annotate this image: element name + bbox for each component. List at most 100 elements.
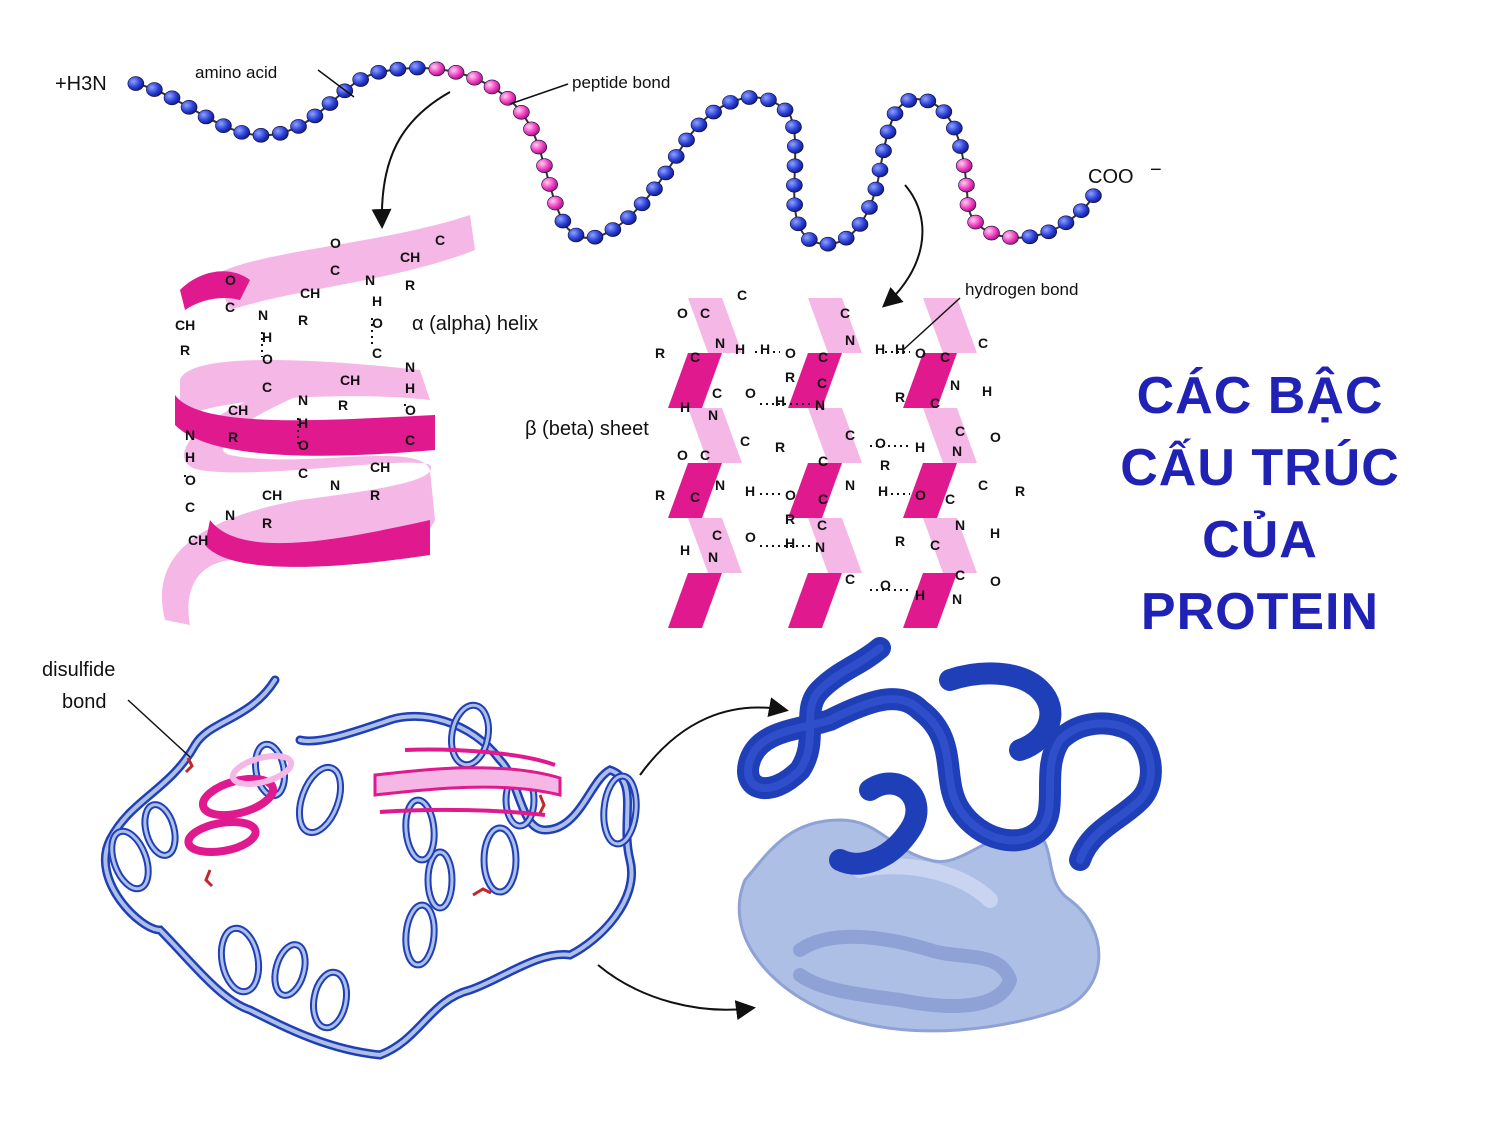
amino-acid-bead-blue xyxy=(871,162,889,178)
title-line-1: CÁC BẬC xyxy=(1136,367,1384,425)
svg-text:C: C xyxy=(372,345,382,361)
svg-text:CH: CH xyxy=(300,285,320,301)
c-terminus-label: COO xyxy=(1088,166,1134,188)
amino-acid-bead-blue xyxy=(633,196,651,212)
svg-text:O: O xyxy=(405,402,416,418)
svg-text:C: C xyxy=(817,517,827,533)
amino-acid-bead-blue xyxy=(875,143,892,159)
svg-text:H: H xyxy=(915,587,925,603)
svg-text:N: N xyxy=(815,397,825,413)
svg-text:R: R xyxy=(895,533,905,549)
svg-text:CH: CH xyxy=(188,532,208,548)
amino-acid-bead-blue xyxy=(146,82,163,97)
svg-text:H: H xyxy=(875,341,885,357)
svg-text:H: H xyxy=(680,542,690,558)
amino-acid-bead-blue xyxy=(646,181,663,197)
svg-text:C: C xyxy=(690,489,700,505)
amino-acid-bead-blue xyxy=(321,96,339,111)
disulfide-bond-label-line2: bond xyxy=(62,691,107,713)
disulfide-bond-mark xyxy=(184,757,194,774)
svg-text:O: O xyxy=(225,272,236,288)
svg-text:C: C xyxy=(298,465,308,481)
svg-text:C: C xyxy=(225,299,235,315)
amino-acid-bead-pink xyxy=(955,158,973,174)
alpha-helix-ribbon xyxy=(161,215,475,625)
svg-text:N: N xyxy=(298,392,308,408)
svg-text:O: O xyxy=(745,529,756,545)
amino-acid-bead-blue xyxy=(1040,224,1057,240)
svg-text:N: N xyxy=(952,591,962,607)
amino-acid-bead-blue xyxy=(252,128,270,143)
svg-text:R: R xyxy=(228,429,238,445)
svg-text:O: O xyxy=(915,487,926,503)
svg-text:C: C xyxy=(700,447,710,463)
amino-acid-bead-pink xyxy=(447,64,465,80)
title-line-2: CẤU TRÚC xyxy=(1120,439,1400,497)
curved-arrow-icon xyxy=(371,91,451,229)
amino-acid-bead-blue xyxy=(945,120,963,136)
svg-text:CH: CH xyxy=(262,487,282,503)
amino-acid-bead-blue xyxy=(352,72,369,87)
svg-text:R: R xyxy=(895,389,905,405)
amino-acid-bead-pink xyxy=(466,70,483,86)
amino-acid-bead-blue xyxy=(837,230,855,246)
amino-acid-bead-pink xyxy=(547,195,564,211)
svg-text:H: H xyxy=(680,399,690,415)
svg-text:H: H xyxy=(990,525,1000,541)
amino-acid-bead-blue xyxy=(370,64,387,80)
tertiary-coils xyxy=(108,701,640,1032)
svg-text:CH: CH xyxy=(340,372,360,388)
svg-text:R: R xyxy=(338,397,348,413)
chain-backbone xyxy=(127,67,1096,246)
svg-text:H: H xyxy=(185,449,195,465)
amino-acid-bead-blue xyxy=(851,217,869,232)
svg-text:C: C xyxy=(818,453,828,469)
amino-acid-bead-blue xyxy=(197,109,215,125)
svg-text:O: O xyxy=(298,437,309,453)
curved-arrow-icon xyxy=(597,964,756,1021)
svg-text:R: R xyxy=(405,277,415,293)
amino-acid-bead-blue xyxy=(620,210,637,226)
amino-acid-bead-pink xyxy=(541,177,558,192)
amino-acid-bead-blue xyxy=(1057,215,1075,231)
amino-acid-bead-blue xyxy=(657,165,675,181)
amino-acid-bead-blue xyxy=(786,158,804,174)
svg-text:C: C xyxy=(712,527,722,543)
svg-text:C: C xyxy=(845,571,855,587)
svg-text:C: C xyxy=(330,262,340,278)
svg-text:N: N xyxy=(405,359,415,375)
svg-text:C: C xyxy=(840,305,850,321)
svg-text:N: N xyxy=(225,507,235,523)
amino-acid-bead-blue xyxy=(760,92,777,108)
amino-acid-bead-blue xyxy=(567,227,585,243)
svg-text:H: H xyxy=(878,483,888,499)
amino-acid-bead-blue xyxy=(389,61,407,77)
amino-acid-bead-blue xyxy=(272,125,289,141)
svg-text:N: N xyxy=(365,272,375,288)
svg-text:C: C xyxy=(955,567,965,583)
svg-text:R: R xyxy=(298,312,308,328)
svg-text:R: R xyxy=(880,457,890,473)
amino-acid-bead-blue xyxy=(1021,229,1039,245)
svg-text:C: C xyxy=(845,427,855,443)
svg-text:C: C xyxy=(978,477,988,493)
svg-text:O: O xyxy=(990,429,1001,445)
amino-acid-bead-blue xyxy=(900,93,918,108)
svg-text:C: C xyxy=(930,395,940,411)
title-line-3: CỦA xyxy=(1202,511,1318,569)
svg-text:C: C xyxy=(185,499,195,515)
curved-arrow-icon xyxy=(639,697,789,776)
svg-text:R: R xyxy=(262,515,272,531)
n-terminus-label: +H3N xyxy=(55,73,107,95)
amino-acid-bead-blue xyxy=(740,90,758,105)
svg-text:O: O xyxy=(880,577,891,593)
amino-acid-bead-blue xyxy=(867,181,885,197)
peptide-bond-label: peptide bond xyxy=(572,73,670,92)
svg-text:H: H xyxy=(735,341,745,357)
amino-acid-bead-blue xyxy=(586,229,604,245)
svg-text:R: R xyxy=(785,369,795,385)
svg-text:O: O xyxy=(990,573,1001,589)
amino-acid-bead-pink xyxy=(530,139,548,155)
